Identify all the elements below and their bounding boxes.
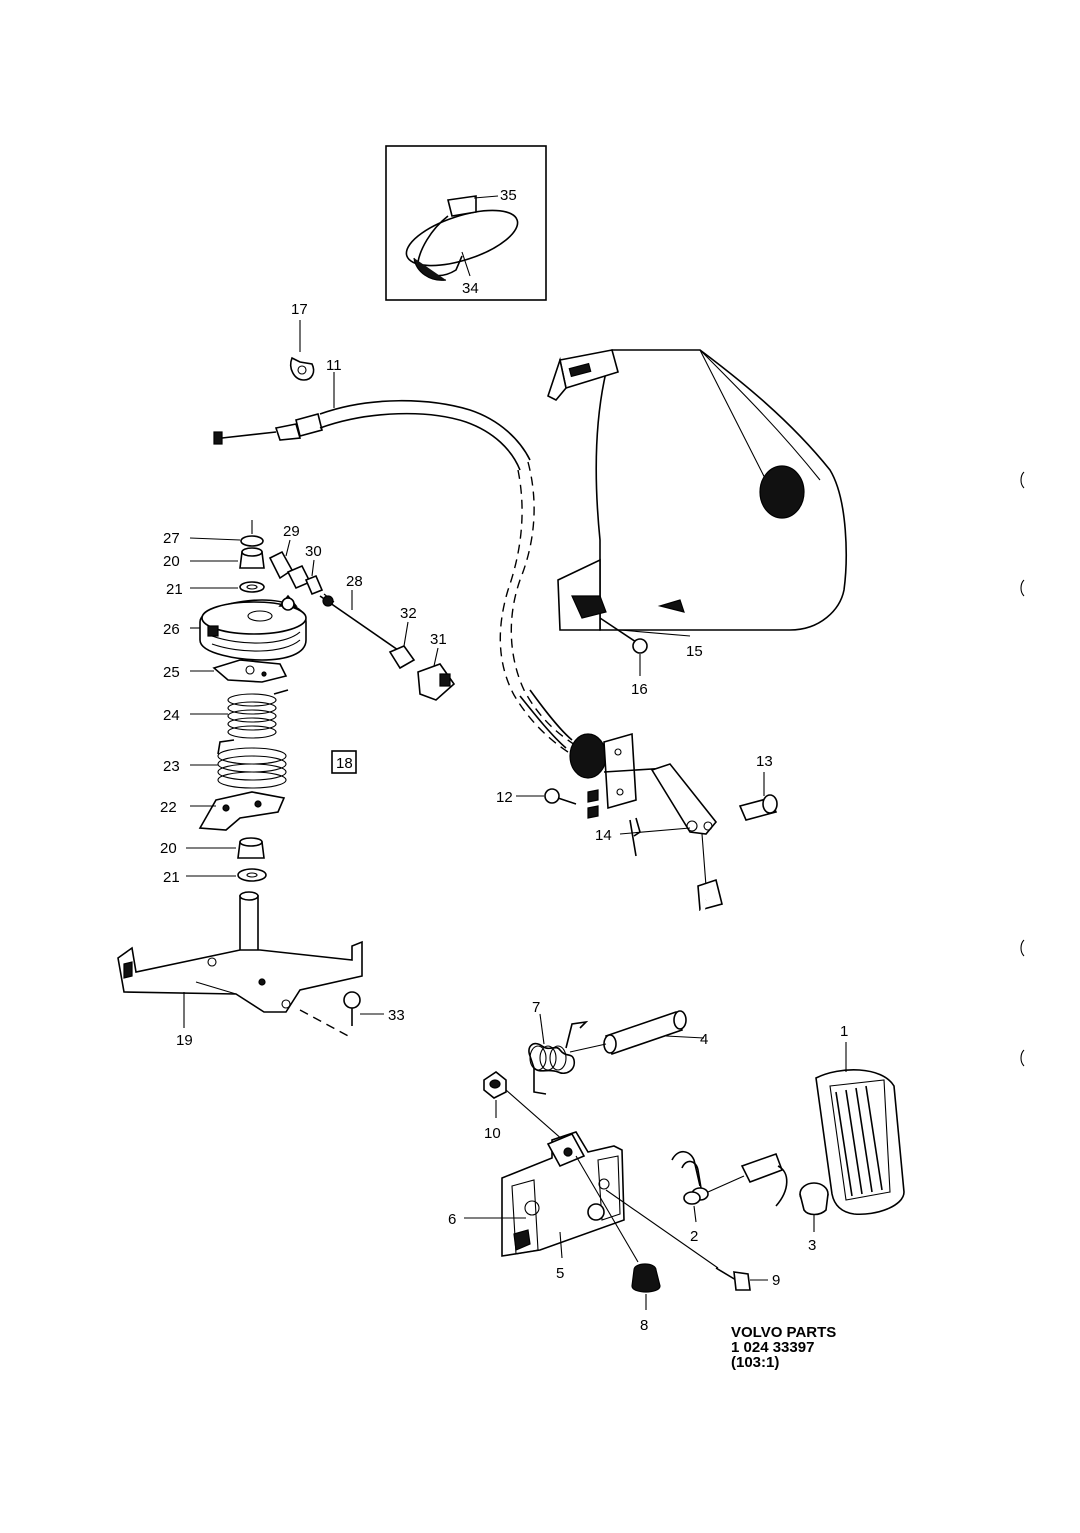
part-3-cap (799, 1182, 829, 1232)
callout-18: 18 (336, 755, 353, 772)
callout-6: 6 (448, 1211, 456, 1228)
part-17-clip (289, 320, 315, 381)
reference-box-18 (331, 750, 357, 774)
part-31-end-fitting (417, 647, 456, 701)
inset-clip-detail (385, 145, 547, 301)
part-28-rod (319, 590, 399, 651)
callout-8: 8 (640, 1317, 648, 1334)
callout-35: 35 (500, 187, 517, 204)
drawing-credit-block: VOLVO PARTS 1 024 33397 (103:1) (731, 1325, 836, 1370)
credit-reference: (103:1) (731, 1354, 780, 1371)
scan-margin-marks (1020, 471, 1025, 1067)
part-8-stop (575, 1155, 661, 1310)
callout-12: 12 (496, 789, 513, 806)
part-16-screw (599, 617, 648, 676)
callout-24: 24 (163, 707, 180, 724)
part-5-bracket (501, 1131, 625, 1259)
callout-9: 9 (772, 1272, 780, 1289)
callout-26: 26 (163, 621, 180, 638)
part-15-cover (547, 349, 847, 637)
callout-25: 25 (163, 664, 180, 681)
part-4-pedal-arm (603, 833, 788, 1207)
part-1-pedal-pad (815, 1042, 905, 1216)
callout-34: 34 (462, 280, 479, 297)
credit-number: 1 024 33397 (731, 1339, 815, 1356)
callout-3: 3 (808, 1237, 816, 1254)
part-27-washer (189, 520, 264, 547)
callout-20-bottom: 20 (160, 840, 177, 857)
callout-21-bottom: 21 (163, 869, 180, 886)
callout-22: 22 (160, 799, 177, 816)
callout-30: 30 (305, 543, 322, 560)
callout-28: 28 (346, 573, 363, 590)
callout-29: 29 (283, 523, 300, 540)
callout-32: 32 (400, 605, 417, 622)
part-13-pin (738, 772, 778, 821)
callout-21-top: 21 (166, 581, 183, 598)
callout-15: 15 (686, 643, 703, 660)
cable-end-bracket (519, 689, 669, 819)
callout-23: 23 (163, 758, 180, 775)
callout-2: 2 (690, 1228, 698, 1245)
part-9-bolt (605, 1189, 768, 1291)
part-2-spring (671, 1150, 745, 1223)
credit-brand: VOLVO PARTS (731, 1324, 837, 1341)
callout-33: 33 (388, 1007, 405, 1024)
callout-20-top: 20 (163, 553, 180, 570)
callout-14: 14 (595, 827, 612, 844)
callout-11: 11 (326, 357, 342, 374)
callout-5: 5 (556, 1265, 564, 1282)
part-21-washer-top (190, 581, 265, 593)
part-7-spring (528, 1013, 607, 1095)
part-22-plate (190, 791, 286, 831)
callout-1: 1 (840, 1023, 848, 1040)
part-32-nut (388, 621, 416, 670)
callout-10: 10 (484, 1125, 501, 1142)
part-23-spring (190, 739, 287, 789)
callout-4: 4 (700, 1031, 708, 1048)
part-30-nut (286, 559, 324, 596)
part-21-washer-bottom (186, 868, 267, 882)
part-19-bracket (117, 891, 363, 1039)
part-20-bushing-bottom (186, 837, 265, 859)
part-14-cotter-pin (619, 817, 691, 857)
throttle-link-arm (650, 763, 718, 835)
callout-19: 19 (176, 1032, 193, 1049)
callout-31: 31 (430, 631, 447, 648)
callout-17: 17 (291, 301, 308, 318)
part-24-spring (190, 689, 289, 739)
callout-7: 7 (532, 999, 540, 1016)
part-26-drum (190, 594, 307, 661)
part-12-screw (516, 788, 577, 805)
part-33-screw (343, 991, 384, 1026)
part-11-cable (213, 372, 576, 753)
callout-13: 13 (756, 753, 773, 770)
callout-27: 27 (163, 530, 180, 547)
callout-16: 16 (631, 681, 648, 698)
part-25-plate (190, 659, 288, 683)
part-20-bushing-top (190, 547, 265, 569)
